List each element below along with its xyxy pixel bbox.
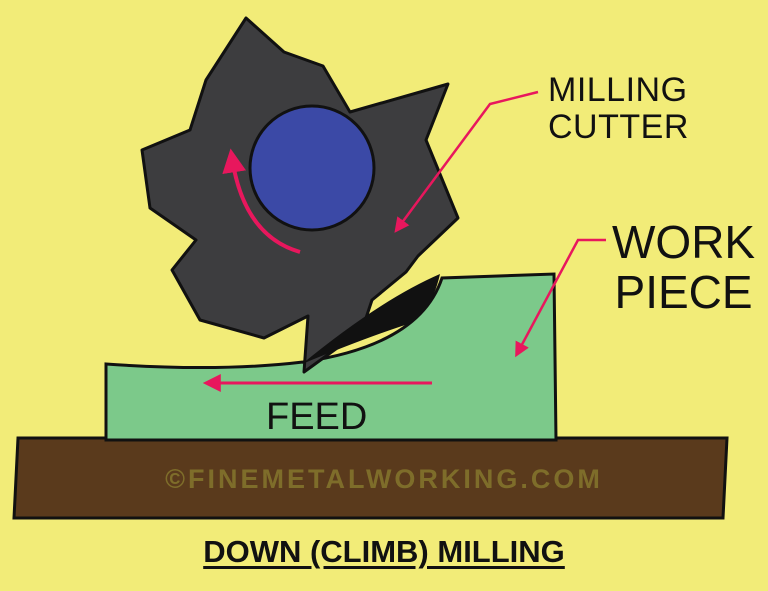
milling-cutter-label-line2: CUTTER [548, 107, 689, 146]
workpiece-label-line2: PIECE [614, 265, 753, 318]
diagram-caption: DOWN (CLIMB) MILLING [203, 534, 565, 569]
workpiece-label-line1: WORK [612, 216, 756, 268]
cutter-hub [248, 104, 376, 232]
milling-cutter-label-line1: MILLING [548, 71, 688, 109]
workpiece-leader-arrow [515, 238, 606, 358]
rotation-arrow [222, 148, 301, 254]
metal-chip [302, 274, 440, 364]
workpiece-label: WORK PIECE [612, 216, 756, 318]
feed-label: FEED [266, 396, 368, 438]
milling-cutter-label: MILLING CUTTER [548, 72, 689, 145]
cutter-leader-arrow [394, 90, 539, 233]
watermark: ©FINEMETALWORKING.COM [165, 464, 603, 494]
